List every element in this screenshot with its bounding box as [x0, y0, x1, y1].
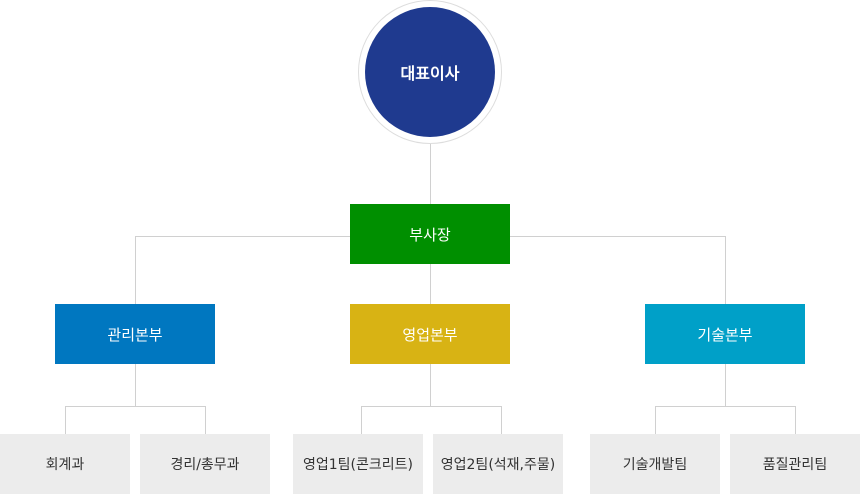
division-management: 관리본부	[55, 304, 215, 364]
connector-line	[795, 406, 796, 434]
connector-line	[135, 364, 136, 406]
ceo-node: 대표이사	[365, 7, 495, 137]
team-general-affairs: 경리/총무과	[140, 434, 270, 494]
connector-line	[655, 406, 656, 434]
team-sales-1: 영업1팀(콘크리트)	[293, 434, 423, 494]
connector-line	[430, 364, 431, 406]
vp-node: 부사장	[350, 204, 510, 264]
connector-line	[361, 406, 502, 407]
division-technology: 기술본부	[645, 304, 805, 364]
connector-line	[430, 264, 431, 304]
connector-line	[725, 236, 726, 304]
team-accounting: 회계과	[0, 434, 130, 494]
connector-line	[655, 406, 796, 407]
connector-line	[65, 406, 206, 407]
team-tech-dev: 기술개발팀	[590, 434, 720, 494]
connector-line	[65, 406, 66, 434]
connector-line	[430, 142, 431, 204]
connector-line	[501, 406, 502, 434]
division-sales: 영업본부	[350, 304, 510, 364]
connector-line	[205, 406, 206, 434]
team-sales-2: 영업2팀(석재,주물)	[433, 434, 563, 494]
connector-line	[361, 406, 362, 434]
connector-line	[135, 236, 136, 304]
connector-line	[725, 364, 726, 406]
team-quality: 품질관리팀	[730, 434, 860, 494]
